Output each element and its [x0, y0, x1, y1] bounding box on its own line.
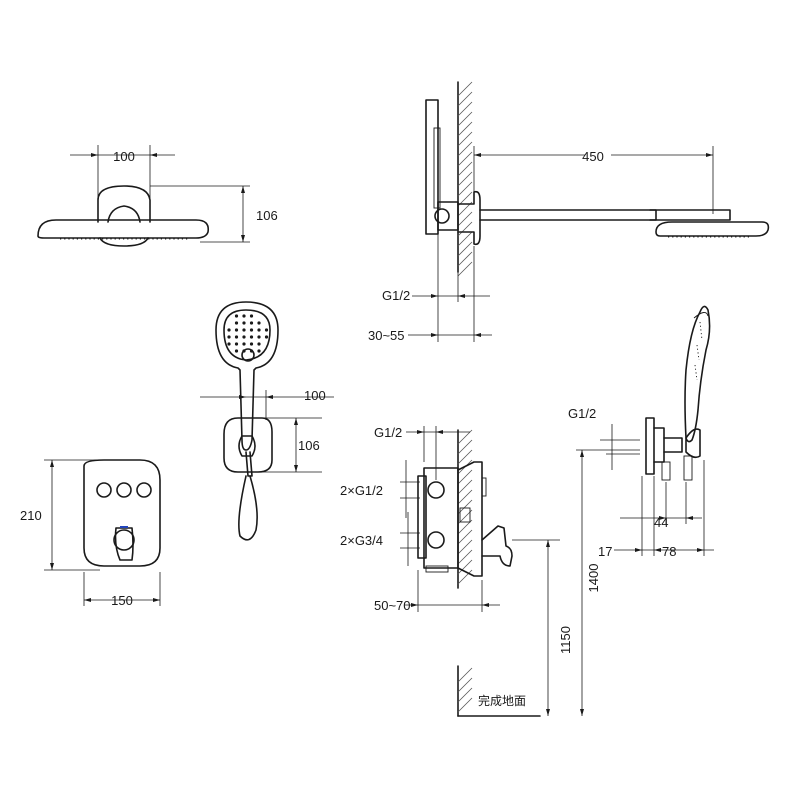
wall-depth-label: 30~55	[368, 328, 405, 343]
box-dimensions	[400, 426, 560, 716]
shower-arm-side-view	[425, 99, 770, 246]
elbow-dimensions	[576, 424, 714, 716]
elbow-thread-label: G1/2	[568, 406, 596, 421]
wall-section-top	[457, 81, 473, 277]
arm-dimensions	[408, 146, 714, 342]
box-outlet-g12-label: 2×G1/2	[340, 483, 383, 498]
panel-height-label: 210	[20, 508, 42, 523]
overhead-dimensions	[70, 145, 250, 243]
holder-width-label: 100	[304, 388, 326, 403]
wall-thread-label: G1/2	[382, 288, 410, 303]
box-outlet-g34-label: 2×G3/4	[340, 533, 383, 548]
control-panel-front-view	[83, 459, 161, 567]
elbow-17-label: 17	[598, 544, 612, 559]
valve-height-label: 1150	[558, 626, 573, 654]
panel-dimensions	[44, 459, 161, 606]
overhead-height-label: 106	[256, 208, 278, 223]
elbow-78-label: 78	[662, 544, 676, 559]
floor-label: 完成地面	[478, 693, 526, 708]
panel-width-label: 150	[111, 593, 133, 608]
box-depth-label: 50~70	[374, 598, 411, 613]
hand-shower-front-view	[215, 301, 279, 541]
box-top-thread-label: G1/2	[374, 425, 402, 440]
handshower-height-label: 1400	[586, 564, 601, 593]
wall-section-bottom	[457, 429, 541, 717]
holder-dimensions	[200, 390, 334, 473]
holder-height-label: 106	[298, 438, 320, 453]
overhead-width-label: 100	[113, 149, 135, 164]
wall-elbow-side-view	[645, 305, 711, 481]
overhead-shower-front-view	[37, 185, 210, 247]
elbow-44-label: 44	[654, 515, 668, 530]
arm-length-label: 450	[582, 149, 604, 164]
concealed-box-side-view	[417, 461, 513, 577]
